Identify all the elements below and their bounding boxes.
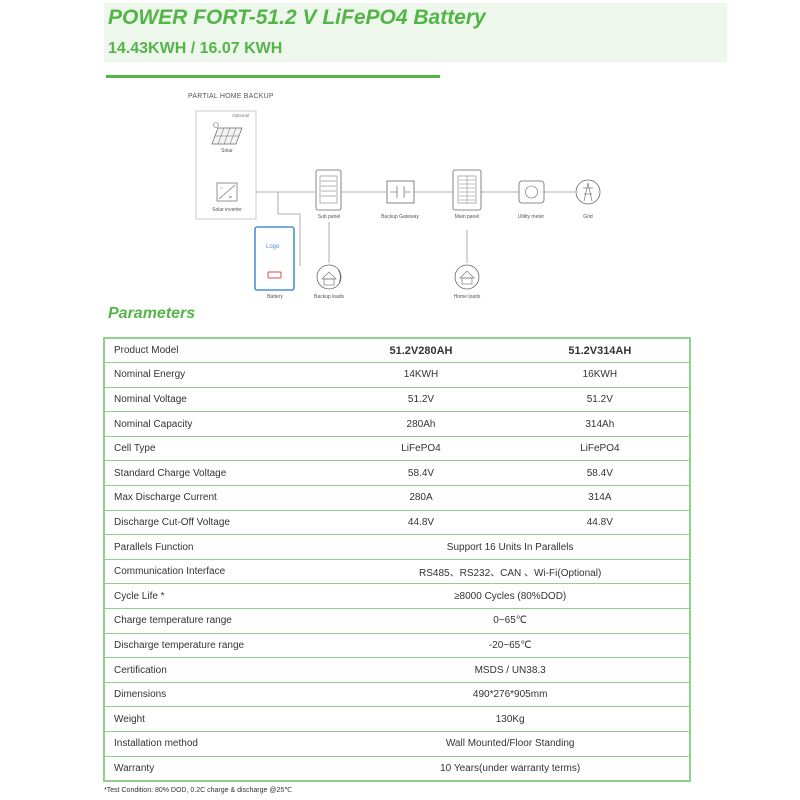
param-value: Wall Mounted/Floor Standing [331,731,690,757]
param-value: 314Ah [510,411,690,437]
solar-label: Solar [221,148,233,154]
param-value: ≥8000 Cycles (80%DOD) [331,583,690,610]
param-label: Max Discharge Current [104,485,332,511]
param-value: 0~65℃ [331,608,690,634]
backup-loads-label: Backup loads [314,294,345,300]
param-label: Warranty [114,762,155,774]
table-row: Warranty 10 Years(under warranty terms) [104,756,690,781]
param-label: Communication Interface [104,559,332,585]
connection-lines [256,191,575,266]
solar-inverter-icon: ~ = [216,182,238,202]
param-value: 490*276*905mm [331,682,690,708]
model-header-cell: 51.2V280AH [331,338,511,364]
battery-label: Battery [267,294,283,300]
battery-unit-icon: Logo [254,226,295,291]
param-label: Parallels Function [104,534,332,560]
param-value: 44.8V [510,510,690,536]
param-value: 58.4V [331,460,511,487]
param-label: Weight [104,706,332,732]
solar-group-box [195,110,257,220]
svg-text:=: = [229,195,232,201]
param-value: RS485、RS232、CAN 、Wi-Fi(Optional) [331,559,690,585]
capacity-subtitle: 14.43KWH / 16.07 KWH [108,40,283,57]
home-loads-label: Home loads [454,294,481,300]
param-label: Dimensions [104,682,332,708]
param-value: -20~65℃ [331,633,690,659]
param-value: 280A [331,485,511,511]
grid-label: Grid [583,214,593,220]
param-label: Discharge Cut-Off Voltage [104,510,332,536]
sub-panel-icon [315,169,342,211]
solar-inverter-label: Solar inverter [212,207,242,213]
sub-panel-label: Sub panel [318,214,341,220]
model-header-cell: 51.2V314AH [510,338,690,364]
param-value: 280Ah [331,411,511,437]
param-value: Support 16 Units In Parallels [331,534,690,560]
utility-meter-label: Utility meter [518,214,545,220]
table-row: Discharge temperature range-20~65℃ [104,633,690,659]
param-label: Discharge temperature range [104,633,332,659]
backup-gateway-label: Backup Gateway [381,214,419,220]
backup-diagram: Optional Solar ~ = Solar inverter [195,110,601,300]
param-label: Cycle Life * [104,583,332,610]
param-label: Nominal Voltage [104,387,332,413]
param-label: Installation method [104,731,332,757]
param-value: 51.2V [510,387,690,413]
page-title: POWER FORT-51.2 V LiFePO4 Battery [108,6,486,29]
param-value: 58.4V [510,460,690,487]
parameters-heading: Parameters [108,305,196,322]
param-value: 14KWH [331,362,511,388]
param-label: Nominal Capacity [104,411,332,437]
grid-tower-icon [575,179,601,205]
param-label: Certification [104,657,332,683]
main-panel-label: Main panel [455,214,479,220]
param-value: LiFePO4 [331,436,511,462]
solar-panel-icon [211,122,243,145]
param-label: Cell Type [104,436,332,462]
battery-logo-label: Logo [266,244,280,250]
header-divider [106,75,440,78]
test-condition-footnote: *Test Condition: 80% DOD, 0.2C charge & … [104,787,293,794]
optional-label: Optional [232,113,249,118]
param-value: 51.2V [331,387,511,413]
param-value: 314A [510,485,690,511]
svg-text:~: ~ [220,186,223,192]
home-loads-icon [454,264,480,290]
param-value: LiFePO4 [510,436,690,462]
table-row: Cycle Life *≥8000 Cycles (80%DOD) [104,583,690,610]
diagram-title: PARTIAL HOME BACKUP [188,93,274,100]
backup-gateway-icon [386,180,415,204]
main-panel-icon [452,169,482,211]
param-value: 130Kg [331,706,690,732]
param-label: Nominal Energy [104,362,332,388]
utility-meter-icon [518,180,545,204]
param-label: Charge temperature range [104,608,332,634]
param-label: Standard Charge Voltage [104,460,332,487]
param-value: MSDS / UN38.3 [331,657,690,683]
backup-loads-icon [316,264,342,290]
header-band [104,3,727,62]
param-value: 10 Years(under warranty terms) [440,762,581,774]
param-value: 16KWH [510,362,690,388]
param-value: 44.8V [331,510,511,536]
param-label: Product Model [104,338,332,364]
